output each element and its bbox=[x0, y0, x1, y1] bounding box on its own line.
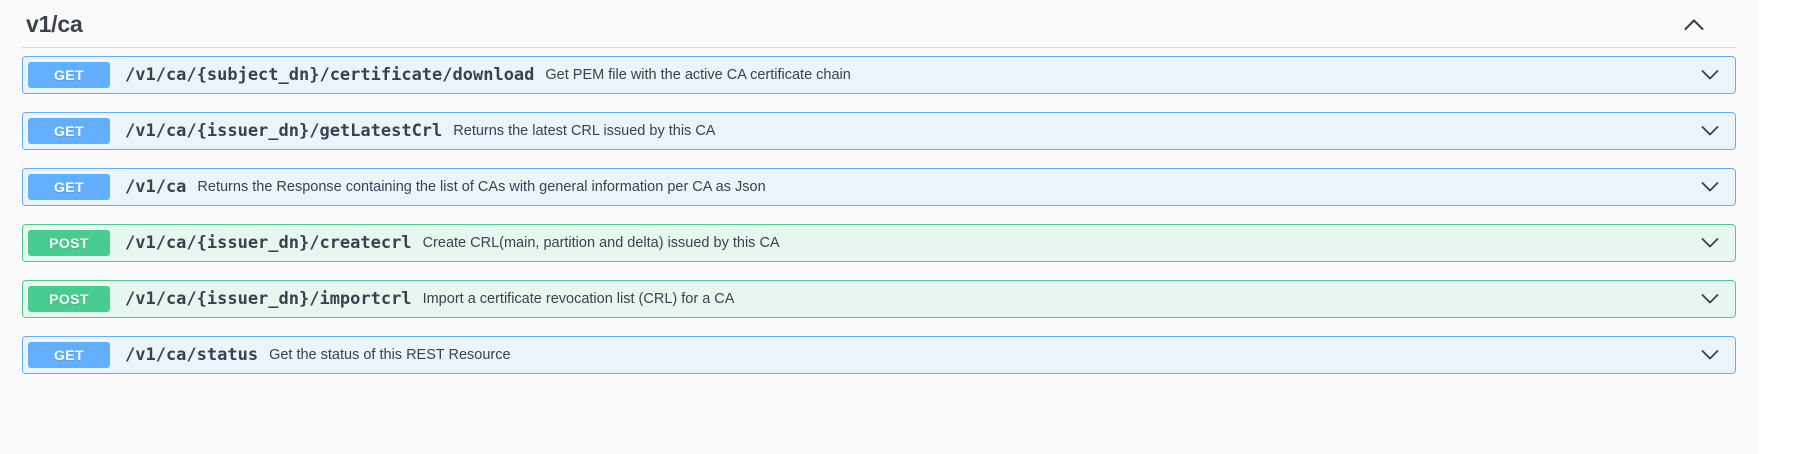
method-badge-post: POST bbox=[28, 230, 110, 256]
operations-list: GET /v1/ca/{subject_dn}/certificate/down… bbox=[0, 56, 1758, 392]
method-badge-get: GET bbox=[28, 62, 110, 88]
operation-summary: Get PEM file with the active CA certific… bbox=[545, 67, 851, 83]
operation-summary: Get the status of this REST Resource bbox=[269, 347, 511, 363]
operation-path: /v1/ca bbox=[125, 177, 187, 197]
operation-summary: Returns the latest CRL issued by this CA bbox=[453, 123, 716, 139]
method-badge-get: GET bbox=[28, 118, 110, 144]
method-badge-get: GET bbox=[28, 174, 110, 200]
chevron-down-icon[interactable] bbox=[1699, 344, 1721, 366]
chevron-down-icon[interactable] bbox=[1699, 288, 1721, 310]
operation-path: /v1/ca/status bbox=[125, 345, 259, 365]
operation-row-get-certificate-download[interactable]: GET /v1/ca/{subject_dn}/certificate/down… bbox=[22, 56, 1736, 94]
chevron-down-icon[interactable] bbox=[1699, 64, 1721, 86]
section-divider bbox=[22, 47, 1736, 48]
page-title: v1/ca bbox=[26, 10, 83, 37]
chevron-down-icon[interactable] bbox=[1699, 120, 1721, 142]
operation-path: /v1/ca/{issuer_dn}/createcrl bbox=[125, 233, 412, 253]
operation-row-get-ca-list[interactable]: GET /v1/ca Returns the Response containi… bbox=[22, 168, 1736, 206]
method-badge-get: GET bbox=[28, 342, 110, 368]
operation-row-get-status[interactable]: GET /v1/ca/status Get the status of this… bbox=[22, 336, 1736, 374]
chevron-up-icon[interactable] bbox=[1682, 12, 1706, 36]
method-badge-post: POST bbox=[28, 286, 110, 312]
operation-row-post-createcrl[interactable]: POST /v1/ca/{issuer_dn}/createcrl Create… bbox=[22, 224, 1736, 262]
chevron-down-icon[interactable] bbox=[1699, 176, 1721, 198]
operation-row-post-importcrl[interactable]: POST /v1/ca/{issuer_dn}/importcrl Import… bbox=[22, 280, 1736, 318]
operation-row-get-latest-crl[interactable]: GET /v1/ca/{issuer_dn}/getLatestCrl Retu… bbox=[22, 112, 1736, 150]
operation-path: /v1/ca/{issuer_dn}/importcrl bbox=[125, 289, 412, 309]
section-header-v1-ca[interactable]: v1/ca bbox=[0, 0, 1758, 48]
operation-path: /v1/ca/{subject_dn}/certificate/download bbox=[125, 65, 535, 85]
operation-summary: Returns the Response containing the list… bbox=[197, 179, 766, 195]
operation-summary: Create CRL(main, partition and delta) is… bbox=[422, 235, 780, 251]
api-tag-section-v1-ca: v1/ca GET /v1/ca/{subject_dn}/certificat… bbox=[0, 0, 1758, 392]
operation-summary: Import a certificate revocation list (CR… bbox=[422, 291, 735, 307]
operation-path: /v1/ca/{issuer_dn}/getLatestCrl bbox=[125, 121, 443, 141]
chevron-down-icon[interactable] bbox=[1699, 232, 1721, 254]
